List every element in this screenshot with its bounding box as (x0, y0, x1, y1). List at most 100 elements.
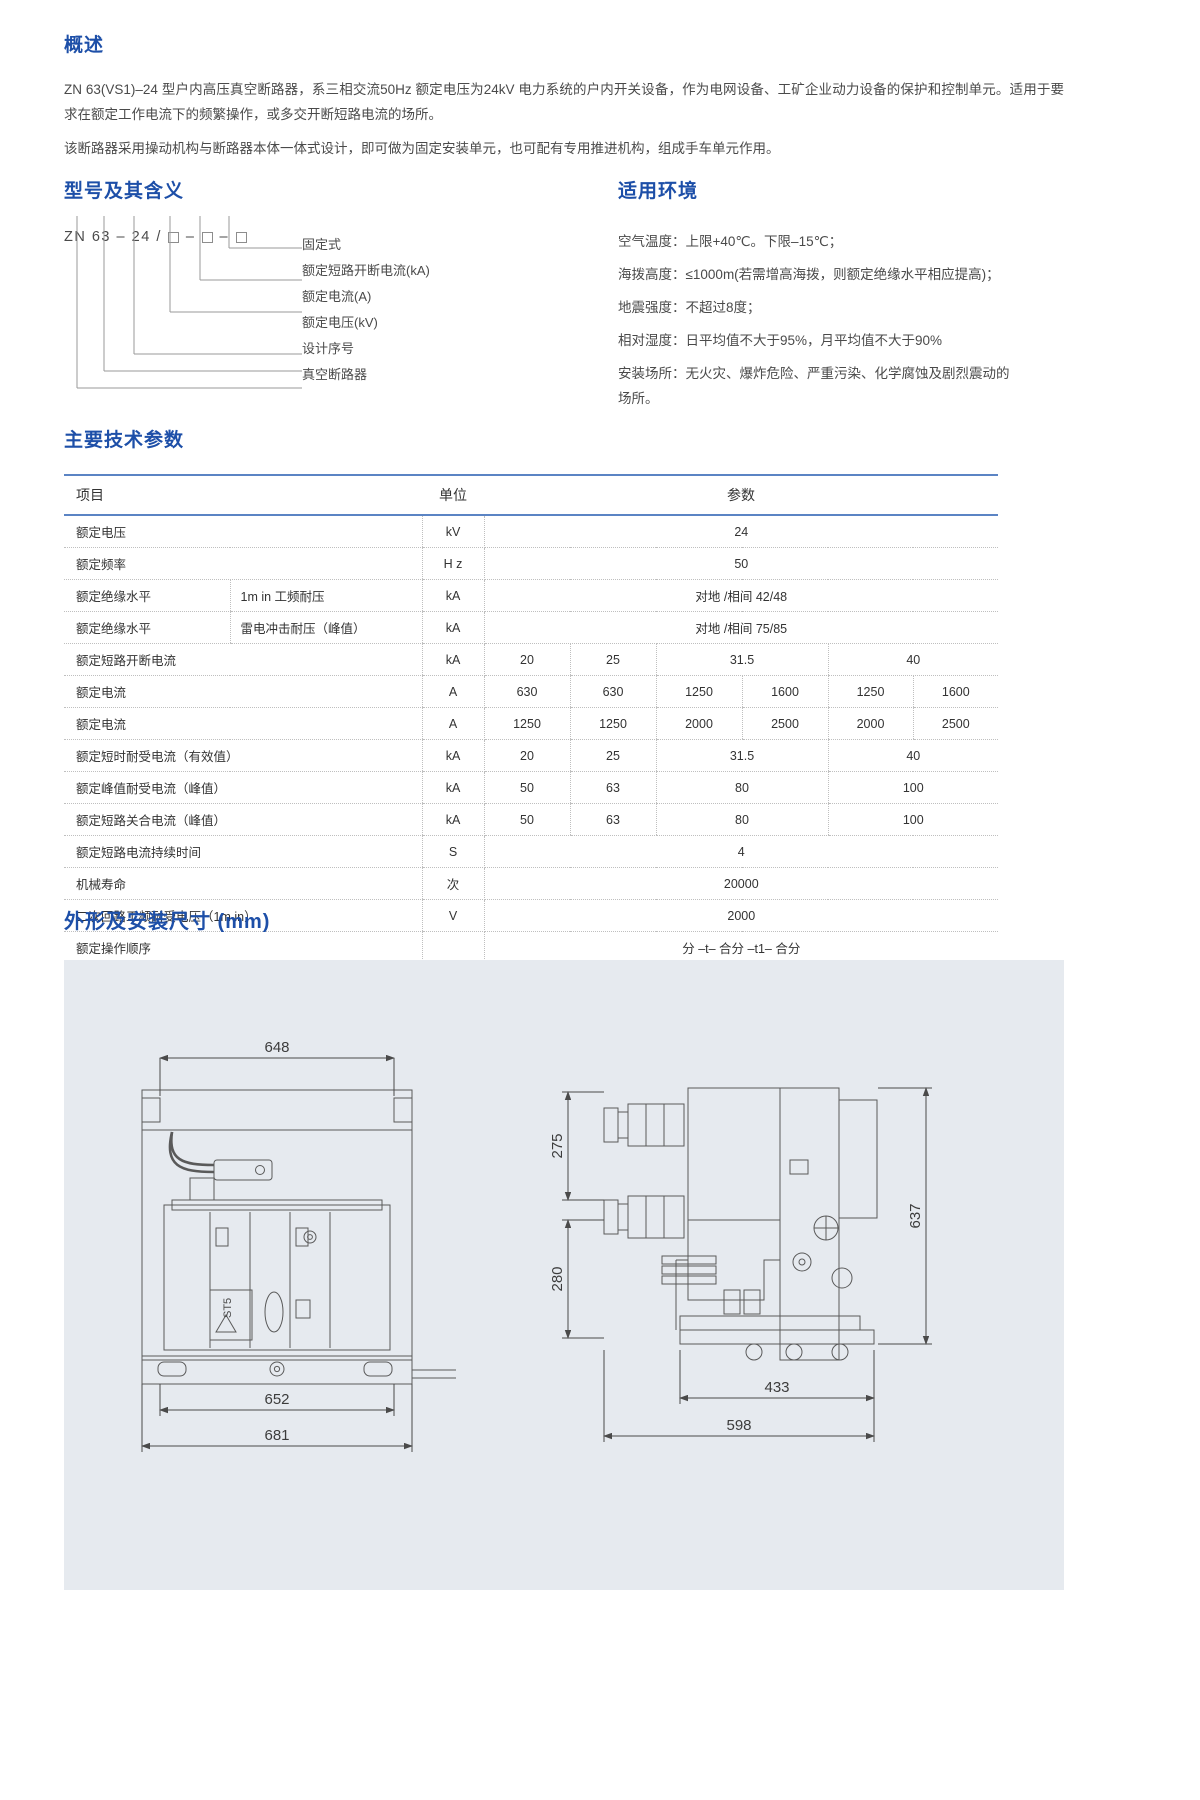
table-cell-value: 1250 (827, 675, 913, 708)
front-view-nameplate-text: ST5 (222, 1298, 234, 1318)
overview-section: 概述 ZN 63(VS1)–24 型户内高压真空断路器，系三相交流50Hz 额定… (64, 30, 1064, 170)
table-cell-value: 2000 (484, 899, 999, 932)
dim-front-width-bottom: 681 (264, 1427, 289, 1444)
table-cell-value: 20 (483, 643, 570, 676)
model-label-design-serial: 设计序号 (302, 341, 355, 356)
table-cell-value: 20 (483, 739, 570, 772)
model-code-dash-3: – (219, 229, 230, 245)
table-cell-value: 50 (484, 547, 999, 580)
environment-line-installation: 安装场所：无火灾、爆炸危险、严重污染、化学腐蚀及剧烈震动的场所。 (618, 366, 1010, 406)
table-cell-value: 80 (655, 771, 828, 804)
table-cell-item: 机械寿命 (64, 867, 422, 900)
table-header-unit: 单位 (422, 474, 484, 516)
table-cell-unit (421, 931, 485, 965)
environment-line-seismic: 地震强度：不超过8度； (618, 300, 761, 315)
model-label-breaking-current: 额定短路开断电流(kA) (302, 263, 430, 278)
table-cell-unit: A (421, 675, 485, 708)
table-cell-value: 2000 (827, 707, 913, 740)
table-cell-value: 1600 (912, 675, 999, 708)
table-cell-subitem: 1m in 工频耐压 (229, 579, 422, 612)
table-cell-item: 额定短时耐受电流（有效值） (64, 739, 422, 772)
table-cell-subitem: 雷电冲击耐压（峰值） (229, 611, 422, 644)
table-cell-value: 1250 (655, 675, 742, 708)
dim-front-width-mid: 652 (264, 1391, 289, 1408)
model-code-box-fixed (235, 231, 247, 243)
table-cell-item: 额定绝缘水平 (64, 579, 230, 612)
table-cell-value: 2000 (655, 707, 742, 740)
dim-side-height-lower: 280 (549, 1266, 566, 1291)
overview-title: 概述 (64, 35, 105, 56)
table-cell-value: 25 (569, 643, 656, 676)
model-label-rated-voltage: 额定电压(kV) (302, 315, 378, 330)
table-cell-item: 额定电压 (64, 515, 422, 548)
model-leader-lines (76, 216, 302, 389)
table-cell-value: 630 (483, 675, 570, 708)
dimensions-drawing-panel: 648 652 681 275 280 637 433 598 ST5 (64, 960, 1064, 1590)
table-cell-value: 1250 (483, 707, 570, 740)
table-cell-value: 80 (655, 803, 828, 836)
table-cell-value: 1250 (569, 707, 656, 740)
model-code-prefix: ZN 63 (64, 229, 111, 245)
model-designation-section: 型号及其含义 ZN 63 – 24 / – – (64, 176, 584, 389)
table-cell-value: 31.5 (655, 643, 828, 676)
model-code-box-breaking (202, 231, 214, 243)
table-cell-value: 40 (827, 643, 999, 676)
model-label-list: 固定式 额定短路开断电流(kA) 额定电流(A) 额定电压(kV) 设计序号 真… (302, 232, 430, 388)
dim-side-height-upper: 275 (549, 1133, 566, 1158)
table-cell-value: 分 –t– 合分 –t1– 合分 (484, 931, 999, 965)
table-cell-unit: H z (421, 547, 485, 580)
table-cell-value: 100 (827, 803, 999, 836)
table-header-param: 参数 (484, 474, 999, 516)
dim-side-depth-inner: 433 (764, 1379, 789, 1396)
table-cell-value: 20000 (484, 867, 999, 900)
table-cell-item: 额定操作顺序 (64, 931, 422, 965)
environment-line-air-temperature: 空气温度：上限+40℃。下限–15℃； (618, 234, 843, 249)
table-cell-value: 31.5 (655, 739, 828, 772)
overview-paragraph-1: ZN 63(VS1)–24 型户内高压真空断路器，系三相交流50Hz 额定电压为… (64, 82, 1064, 122)
table-cell-unit: S (421, 835, 485, 868)
environment-title: 适用环境 (618, 181, 699, 202)
table-cell-value: 25 (569, 739, 656, 772)
table-cell-unit: kA (421, 611, 485, 644)
model-code-dash-1: – (116, 229, 127, 245)
table-cell-unit: kV (421, 515, 485, 548)
model-code-dash-2: – (185, 229, 196, 245)
table-row: 额定操作顺序 分 –t– 合分 –t1– 合分 (64, 931, 999, 965)
environment-section: 适用环境 空气温度：上限+40℃。下限–15℃； 海拨高度：≤1000m(若需增… (618, 176, 1018, 419)
table-cell-item: 额定电流 (64, 675, 422, 708)
table-cell-unit: V (421, 899, 485, 932)
table-cell-value: 63 (569, 771, 656, 804)
model-designation-title: 型号及其含义 (64, 181, 185, 202)
table-cell-item: 额定短路关合电流（峰值） (64, 803, 422, 836)
model-label-fixed: 固定式 (302, 237, 342, 252)
dimensions-drawing: 648 652 681 275 280 637 433 598 ST5 (141, 1039, 932, 1452)
table-cell-item: 二次回路工频耐受电压（1m in） (64, 899, 422, 932)
table-cell-item: 额定峰值耐受电流（峰值） (64, 771, 422, 804)
dimensions-title: 外形及安装尺寸 (mm) (64, 911, 271, 933)
table-cell-value: 对地 /相间 42/48 (484, 579, 999, 612)
table-cell-value: 50 (483, 803, 570, 836)
table-cell-value: 2500 (741, 707, 828, 740)
technical-parameters-title: 主要技术参数 (64, 430, 185, 451)
table-cell-value: 对地 /相间 75/85 (484, 611, 999, 644)
dim-side-height-total: 637 (907, 1203, 924, 1228)
model-code-voltage: 24 (131, 229, 151, 245)
table-cell-item: 额定电流 (64, 707, 422, 740)
environment-line-altitude: 海拨高度：≤1000m(若需增高海拨，则额定绝缘水平相应提高)； (618, 267, 1000, 282)
